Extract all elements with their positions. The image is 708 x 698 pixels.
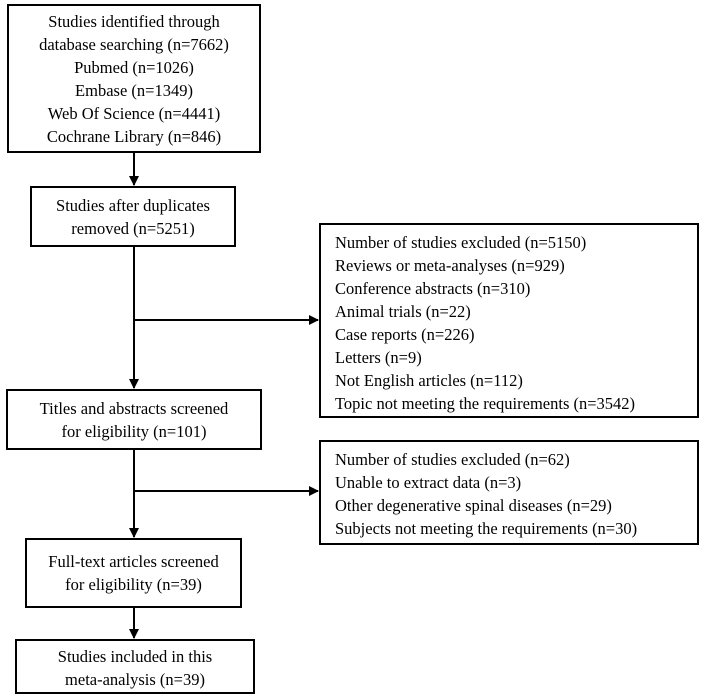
box-excluded-second: Number of studies excluded (n=62) Unable… (319, 440, 699, 545)
box-titles-screened: Titles and abstracts screened for eligib… (6, 389, 262, 450)
deduplicated-line-1: Studies after duplicates (56, 196, 210, 215)
excluded-first-line-3: Conference abstracts (n=310) (335, 279, 531, 298)
excluded-first-line-8: Topic not meeting the requirements (n=35… (335, 394, 636, 413)
excluded-first-line-1: Number of studies excluded (n=5150) (335, 233, 587, 252)
identified-line-2: database searching (n=7662) (39, 35, 229, 54)
fulltext-line-2: for eligibility (n=39) (65, 575, 202, 594)
box-fulltext-screened: Full-text articles screened for eligibil… (25, 538, 242, 608)
deduplicated-line-2: removed (n=5251) (71, 219, 195, 238)
titles-screened-line-2: for eligibility (n=101) (61, 422, 207, 441)
identified-line-1: Studies identified through (48, 12, 220, 31)
excluded-first-line-5: Case reports (n=226) (335, 325, 475, 344)
identified-line-4: Embase (n=1349) (75, 81, 193, 100)
excluded-second-line-2: Unable to extract data (n=3) (335, 473, 522, 492)
excluded-first-line-4: Animal trials (n=22) (335, 302, 471, 321)
box-after-duplicates: Studies after duplicates removed (n=5251… (30, 186, 236, 247)
excluded-second-line-4: Subjects not meeting the requirements (n… (335, 519, 638, 538)
excluded-second-line-3: Other degenerative spinal diseases (n=29… (335, 496, 612, 515)
box-excluded-first: Number of studies excluded (n=5150) Revi… (319, 223, 699, 418)
included-line-2: meta-analysis (n=39) (65, 670, 205, 689)
excluded-second-line-1: Number of studies excluded (n=62) (335, 450, 570, 469)
identified-line-5: Web Of Science (n=4441) (47, 104, 221, 123)
excluded-first-line-7: Not English articles (n=112) (335, 371, 523, 390)
identified-line-6: Cochrane Library (n=846) (46, 127, 222, 146)
identified-line-3: Pubmed (n=1026) (74, 58, 194, 77)
box-studies-included: Studies included in this meta-analysis (… (15, 639, 255, 694)
excluded-first-line-6: Letters (n=9) (335, 348, 422, 367)
titles-screened-line-1: Titles and abstracts screened (39, 399, 229, 418)
excluded-first-line-2: Reviews or meta-analyses (n=929) (335, 256, 565, 275)
fulltext-line-1: Full-text articles screened (48, 552, 219, 571)
included-line-1: Studies included in this (57, 647, 213, 666)
box-studies-identified: Studies identified through database sear… (7, 4, 261, 153)
